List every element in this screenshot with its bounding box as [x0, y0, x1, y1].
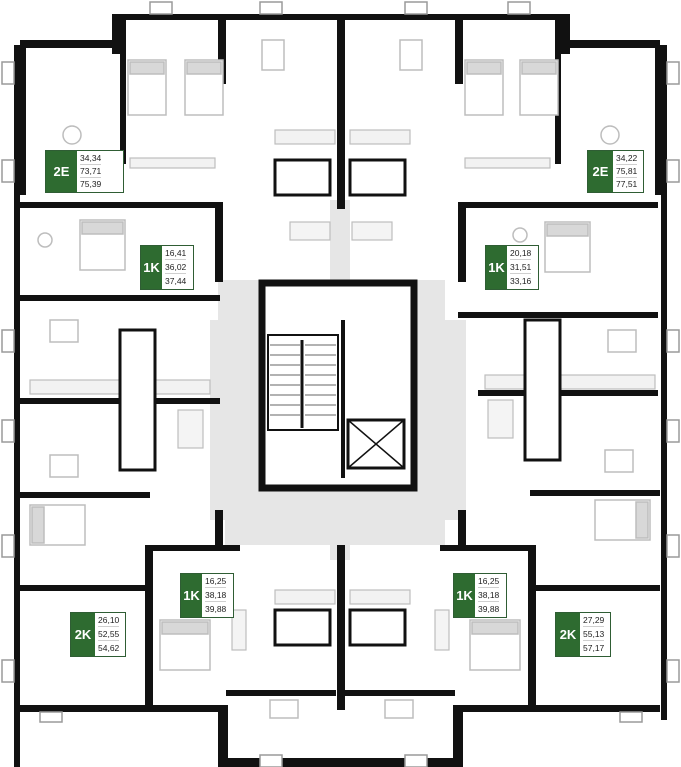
- bathrooms: [118, 158, 562, 647]
- total-area-with-balcony: 75,39: [80, 179, 102, 190]
- living-area: 16,25: [478, 576, 500, 588]
- apartment-areas: 16,25 38,18 39,88: [202, 574, 229, 617]
- living-area: 27,29: [583, 615, 605, 627]
- apartment-badge-e1k: 1K 20,18 31,51 33,16: [485, 245, 539, 290]
- apartment-type: 2K: [556, 613, 580, 656]
- apartment-areas: 26,10 52,55 54,62: [95, 613, 122, 656]
- apartment-badge-ne: 2E 34,22 75,81 77,51: [587, 150, 644, 193]
- total-area: 31,51: [510, 262, 532, 274]
- living-area: 20,18: [510, 248, 532, 260]
- apartment-type: 1K: [486, 246, 507, 289]
- dining-tables: [37, 39, 637, 719]
- stair-lift-core: [258, 279, 418, 492]
- apartment-badge-se2k: 2K 27,29 55,13 57,17: [555, 612, 611, 657]
- total-area: 75,81: [616, 165, 638, 178]
- total-area: 38,18: [205, 590, 227, 602]
- living-area: 34,22: [616, 152, 638, 165]
- stair-steps: [270, 344, 336, 416]
- apartment-badge-sw1k: 1K 16,25 38,18 39,88: [180, 573, 234, 618]
- apartment-areas: 34,22 75,81 77,51: [613, 151, 640, 192]
- total-area: 38,18: [478, 590, 500, 602]
- living-area: 16,25: [205, 576, 227, 588]
- total-area-with-balcony: 77,51: [616, 179, 638, 190]
- apartment-badge-nw: 2E 34,34 73,71 75,39: [45, 150, 124, 193]
- apartment-areas: 34,34 73,71 75,39: [77, 151, 104, 192]
- apartment-areas: 16,25 38,18 39,88: [475, 574, 502, 617]
- apartment-areas: 27,29 55,13 57,17: [580, 613, 607, 656]
- apartment-type: 2E: [46, 151, 77, 192]
- apartment-type: 1K: [181, 574, 202, 617]
- corridor-north: [330, 200, 350, 285]
- total-area: 52,55: [98, 629, 120, 641]
- total-area-with-balcony: 39,88: [205, 604, 227, 614]
- apartment-badge-se1k: 1K 16,25 38,18 39,88: [453, 573, 507, 618]
- living-area: 34,34: [80, 152, 102, 165]
- apartment-type: 1K: [141, 246, 162, 289]
- beds: [29, 59, 651, 671]
- apartment-badge-sw2k: 2K 26,10 52,55 54,62: [70, 612, 126, 657]
- total-area: 36,02: [165, 262, 187, 274]
- total-area: 55,13: [583, 629, 605, 641]
- total-area: 73,71: [80, 165, 102, 178]
- total-area-with-balcony: 54,62: [98, 643, 120, 653]
- bathtubs: [177, 221, 514, 651]
- total-area-with-balcony: 33,16: [510, 276, 532, 286]
- apartment-areas: 20,18 31,51 33,16: [507, 246, 534, 289]
- apartment-type: 2E: [588, 151, 613, 192]
- total-area-with-balcony: 37,44: [165, 276, 187, 286]
- apartment-badge-w1k: 1K 16,41 36,02 37,44: [140, 245, 194, 290]
- interior-walls: [20, 14, 660, 710]
- total-area-with-balcony: 39,88: [478, 604, 500, 614]
- apartment-type: 1K: [454, 574, 475, 617]
- apartment-areas: 16,41 36,02 37,44: [162, 246, 189, 289]
- apartment-type: 2K: [71, 613, 95, 656]
- living-area: 16,41: [165, 248, 187, 260]
- total-area-with-balcony: 57,17: [583, 643, 605, 653]
- living-area: 26,10: [98, 615, 120, 627]
